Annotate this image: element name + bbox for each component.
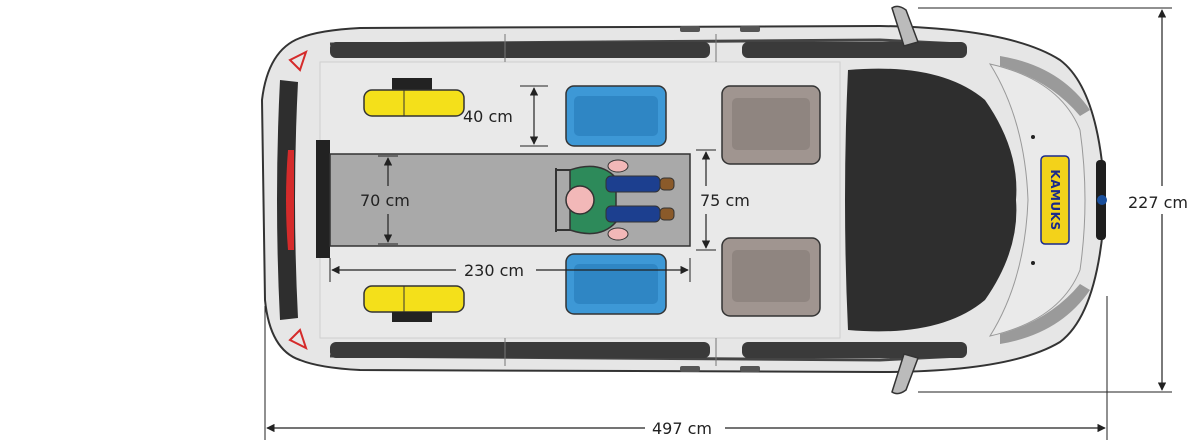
dim-label-platform-length: 230 cm (464, 261, 524, 280)
dim-overall-width: 227 cm (918, 7, 1188, 393)
left-mirror (891, 5, 919, 47)
front-seat-right (721, 237, 821, 317)
person-shoe-right (659, 207, 675, 221)
folding-seats (363, 78, 465, 322)
left-rear-window (330, 42, 710, 58)
door-handle (740, 26, 760, 32)
right-mirror (891, 353, 919, 395)
passenger-seat-left (565, 85, 667, 147)
right-rear-window (330, 342, 710, 358)
washer-nozzle (1031, 135, 1035, 139)
dim-platform-length: 230 cm (329, 258, 691, 282)
hood (988, 63, 1086, 337)
dim-door-width: 75 cm (696, 149, 750, 251)
folding-seat-left (363, 78, 465, 117)
person-head (565, 185, 595, 215)
door-handle (740, 366, 760, 372)
headlight-left (1000, 56, 1090, 116)
dim-label-seat-depth: 40 cm (463, 107, 513, 126)
tail-light-bottom (288, 328, 308, 350)
person-arm-right (607, 227, 629, 241)
dim-overall-length: 497 cm (264, 296, 1108, 440)
door-handle (680, 366, 700, 372)
person-pants-right (605, 205, 661, 223)
front-seats (721, 85, 821, 317)
rear-end (277, 50, 330, 350)
front-end (845, 56, 1107, 344)
wheelchair-platform (329, 153, 691, 247)
person-shoe-left (659, 177, 675, 191)
mirrors (891, 5, 919, 395)
washer-nozzle (1031, 261, 1035, 265)
folding-seat-right (363, 285, 465, 322)
dim-label-platform-width: 70 cm (360, 191, 410, 210)
side-windows (330, 26, 967, 372)
tail-light-left (286, 150, 294, 250)
person-pants-left (605, 175, 661, 193)
dim-label-door-width: 75 cm (700, 191, 750, 210)
headlight-right (1000, 284, 1090, 344)
kamuks-logo: KAMUKS (1040, 155, 1070, 245)
front-seat-left (721, 85, 821, 165)
dim-seat-depth: 40 cm (463, 85, 548, 147)
right-front-window (742, 342, 967, 358)
windshield (845, 68, 1017, 332)
logo-text: KAMUKS (1048, 169, 1062, 230)
tail-light-top (288, 50, 308, 72)
rear-ramp-bar (316, 140, 330, 258)
left-front-window (742, 42, 967, 58)
passenger-seat-right (565, 253, 667, 315)
front-badge (1097, 195, 1107, 205)
wheelchair-user (555, 159, 675, 241)
passenger-seats (565, 85, 667, 315)
dim-platform-width: 70 cm (360, 155, 410, 245)
dim-label-overall-width: 227 cm (1128, 193, 1188, 212)
door-handle (680, 26, 700, 32)
dim-label-overall-length: 497 cm (652, 419, 712, 438)
person-arm-left (607, 159, 629, 173)
